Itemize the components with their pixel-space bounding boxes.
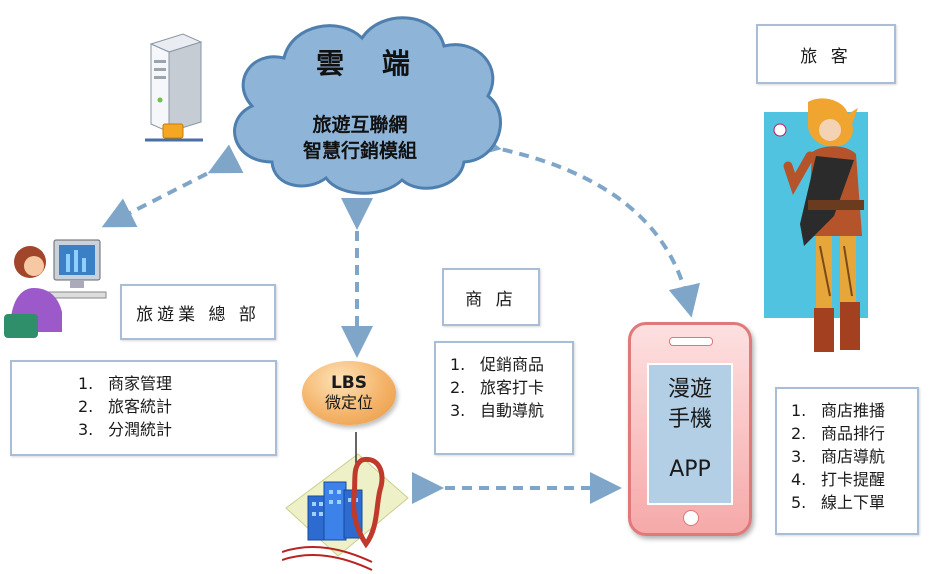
cloud-subtitle-1: 旅遊互聯網 <box>312 114 408 136</box>
cloud-title: 雲 端 <box>316 47 424 80</box>
traveler-label: 旅 客 <box>800 46 852 67</box>
hq-list-item: 1.商家管理 <box>78 374 173 393</box>
cloud-shape <box>233 16 502 195</box>
hq-list-item: 3.分潤統計 <box>78 420 173 439</box>
hq-label: 旅遊業 總 部 <box>136 304 260 325</box>
store-label-box: 商 店 <box>442 268 540 326</box>
phone-line3: APP <box>669 457 711 482</box>
traveler-illustration <box>764 98 868 352</box>
traveler-list-item: 2.商品排行 <box>791 424 886 443</box>
phone-line2: 手機 <box>667 407 712 432</box>
phone-speaker <box>669 337 713 346</box>
hq-list-box: 1.商家管理 2.旅客統計 3.分潤統計 <box>10 360 277 456</box>
traveler-list-item: 4.打卡提醒 <box>791 470 886 489</box>
lbs-badge: LBS 微定位 <box>302 361 396 425</box>
hq-label-box: 旅遊業 總 部 <box>120 284 276 340</box>
phone-screen: 漫遊 手機 APP <box>647 363 733 505</box>
phone-line1: 漫遊 <box>667 377 712 402</box>
traveler-list-item: 3.商店導航 <box>791 447 886 466</box>
store-list-item: 3.自動導航 <box>450 401 545 420</box>
store-list-item: 1.促銷商品 <box>450 355 545 374</box>
traveler-label-box: 旅 客 <box>756 24 896 84</box>
cloud-subtitle-2: 智慧行銷模組 <box>302 140 417 162</box>
store-list-box: 1.促銷商品 2.旅客打卡 3.自動導航 <box>434 341 574 455</box>
phone-app-device: 漫遊 手機 APP <box>628 322 752 536</box>
server-icon <box>145 33 203 142</box>
arrow-cloud-hq <box>101 144 244 228</box>
city-map-icon <box>282 432 409 571</box>
traveler-list-item: 5.線上下單 <box>791 493 886 512</box>
lbs-line2: 微定位 <box>324 393 373 412</box>
office-worker-icon <box>4 239 107 338</box>
hq-list-item: 2.旅客統計 <box>78 397 173 416</box>
traveler-list-box: 1.商店推播 2.商品排行 3.商店導航 4.打卡提醒 5.線上下單 <box>775 387 919 535</box>
phone-home-button <box>683 510 699 526</box>
arrow-cloud-phone <box>467 127 701 318</box>
store-label: 商 店 <box>465 289 517 310</box>
traveler-list-item: 1.商店推播 <box>791 401 886 420</box>
store-list-item: 2.旅客打卡 <box>450 378 545 397</box>
lbs-line1: LBS <box>330 373 368 393</box>
